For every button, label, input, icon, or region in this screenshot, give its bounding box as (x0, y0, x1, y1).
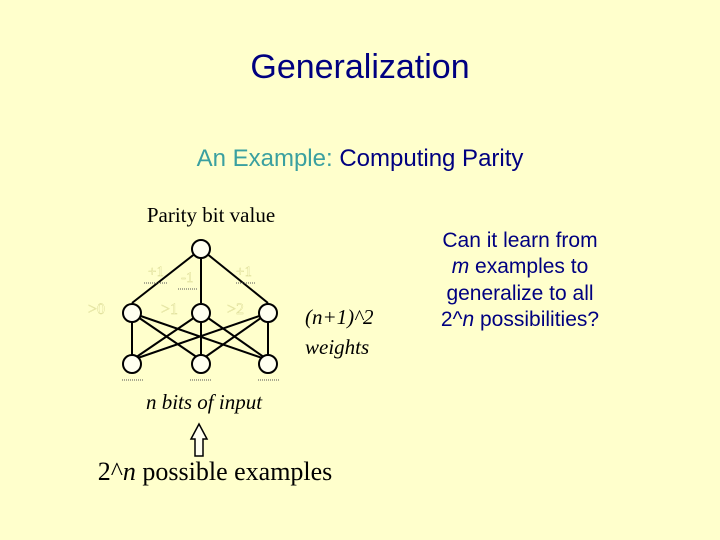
output-node (191, 239, 211, 259)
network-nodes (122, 239, 278, 374)
slide-subtitle: An Example: Computing Parity (0, 145, 720, 173)
weights-count-line-1: (n+1)^2 (305, 305, 374, 329)
input-node-1 (191, 354, 211, 374)
slide-title: Generalization (250, 48, 470, 86)
examples-var: n (123, 457, 136, 486)
input-node-2 (258, 354, 278, 374)
weight-2: -1 (181, 270, 194, 286)
edge-h0-out (131, 248, 202, 304)
edge-i0-h1 (131, 312, 202, 361)
weight-labels: +1 -1 +1 (148, 264, 252, 286)
threshold-2: >2 (227, 301, 244, 318)
weight-3: +1 (236, 264, 252, 280)
edge-i1-h2 (200, 312, 269, 361)
hidden-node-1 (191, 303, 211, 323)
threshold-0: >0 (88, 301, 105, 318)
output-label: Parity bit value (147, 203, 275, 227)
edge-i0-h2 (131, 312, 269, 361)
examples-rest: possible examples (136, 457, 332, 486)
examples-label: 2^n possible examples (98, 457, 333, 486)
question-line-2-rest: examples to (475, 255, 589, 279)
input-node-0 (122, 354, 142, 374)
question-line-4: 2^n possibilities? (420, 307, 620, 333)
question-line-3: generalize to all (446, 281, 594, 305)
examples-base: 2^ (98, 457, 123, 486)
question-line-1: Can it learn from (442, 229, 598, 252)
threshold-1: >1 (161, 301, 178, 318)
question-line-4-base: 2^ (440, 307, 463, 331)
question-line-4-rest: possibilities? (480, 307, 600, 331)
subtitle-rest: Computing Parity (339, 145, 524, 172)
edge-h2-out (200, 248, 269, 304)
question-text: Can it learn from m examples to generali… (420, 228, 620, 333)
arrow-up-icon (189, 422, 209, 457)
question-line-2: m examples to (420, 254, 620, 280)
weight-1: +1 (148, 264, 164, 280)
threshold-labels: >0 >1 >2 (88, 301, 244, 318)
question-var-m: m (451, 255, 470, 279)
input-label: n bits of input (146, 390, 263, 414)
subtitle-prefix: An Example: (196, 145, 333, 172)
weights-count-line-2: weights (305, 335, 369, 359)
hidden-node-0 (122, 303, 142, 323)
weight-dotted-marks (144, 282, 256, 290)
hidden-node-2 (258, 303, 278, 323)
question-var-n: n (462, 307, 475, 331)
